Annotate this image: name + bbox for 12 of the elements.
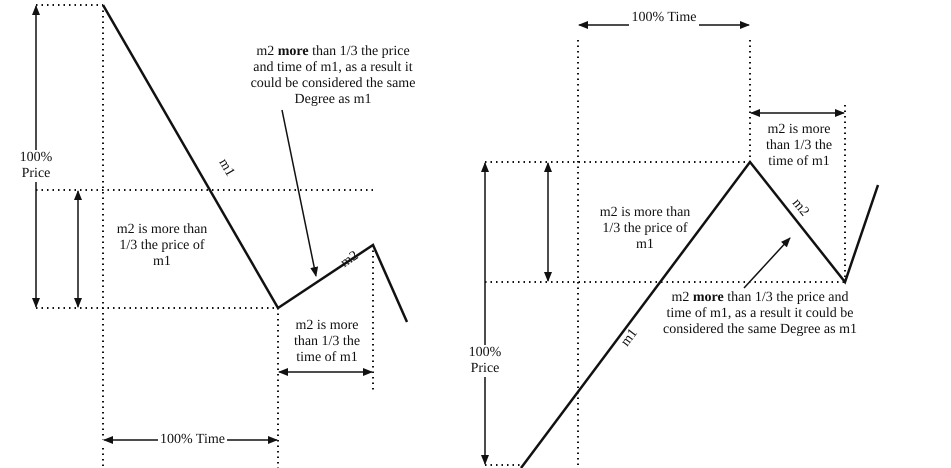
annotation-text: m2 is more than 1/3 the time of m1 (292, 318, 362, 366)
annotation-text: m2 more than 1/3 the price and time of m1, as a result it could be considered the same Degree as m1 (248, 44, 418, 108)
line-label: m2 (788, 195, 813, 222)
leader-arrow (743, 237, 791, 288)
leader-arrow (281, 110, 318, 277)
dimension-label: 100% Time (629, 10, 699, 26)
annotation-text: m2 is more than 1/3 the price of m1 (598, 205, 692, 253)
annotation-text: m2 is more than 1/3 the time of m1 (764, 122, 834, 170)
line-label: m1 (214, 155, 238, 182)
line-label: m1 (617, 325, 642, 352)
annotation-text: m2 more than 1/3 the price and time of m1, as a result it could be considered the same Degree as m1 (660, 290, 860, 338)
annotation-text: m2 is more than 1/3 the price of m1 (116, 222, 208, 270)
